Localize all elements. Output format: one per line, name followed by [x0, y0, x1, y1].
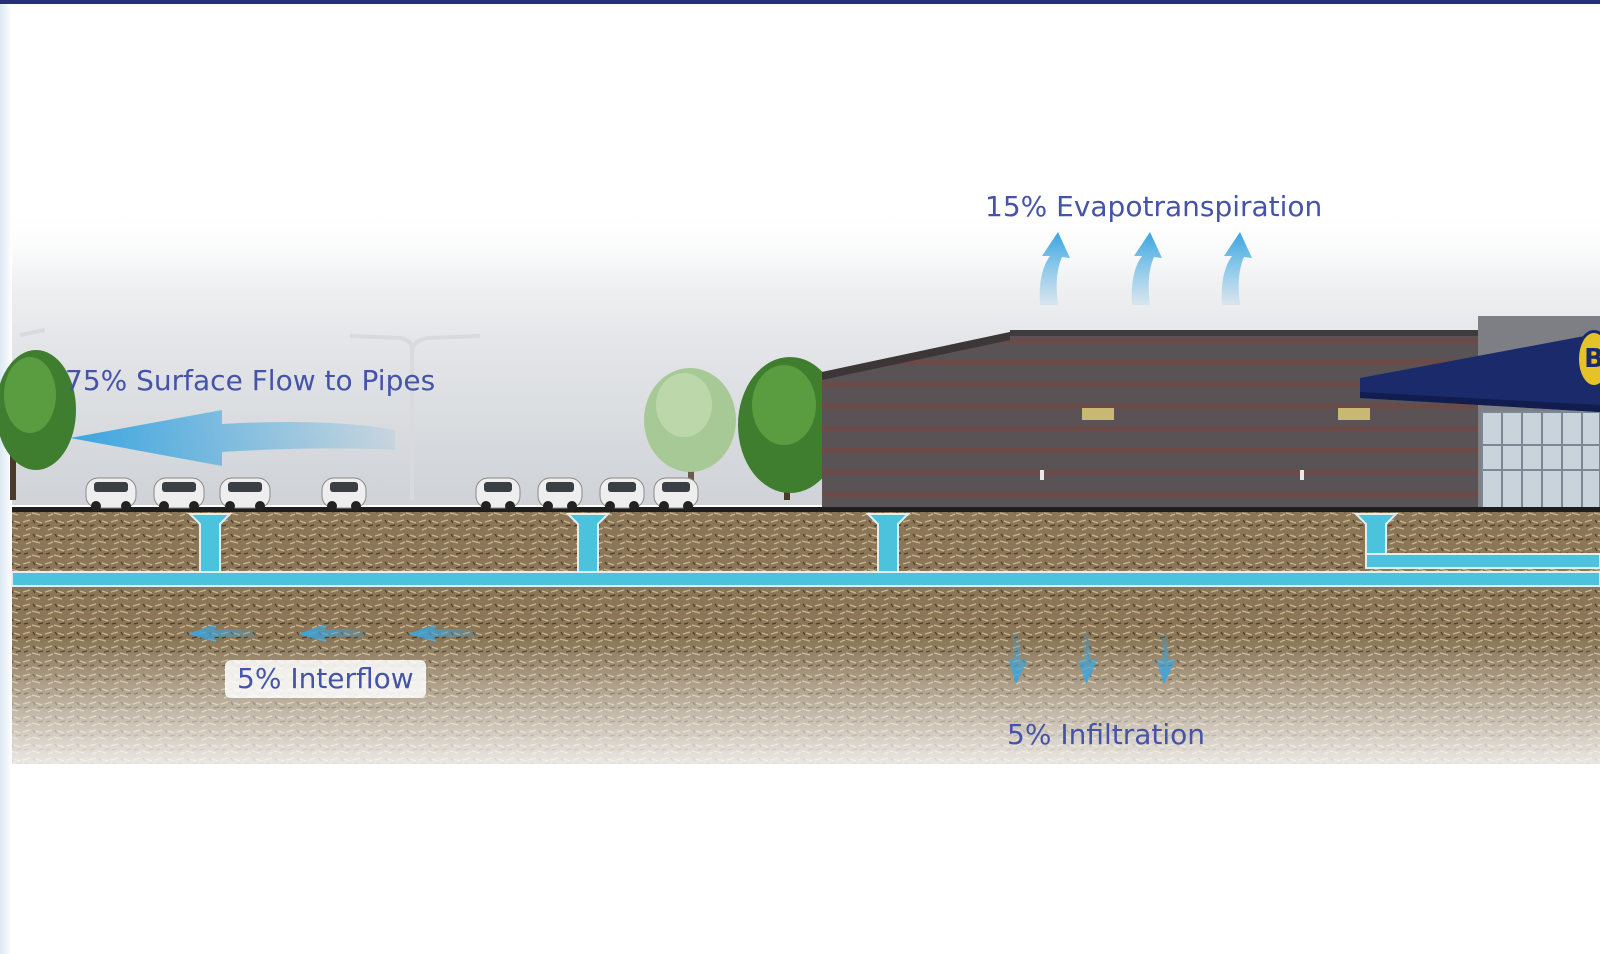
left-arrow	[298, 624, 365, 642]
evapotranspiration-arrows	[1039, 232, 1252, 305]
down-arrow	[1156, 632, 1176, 684]
store-awning	[1360, 335, 1600, 412]
interflow-label: 5% Interflow	[225, 660, 426, 698]
tree-left	[0, 350, 76, 500]
tree-light	[644, 368, 736, 500]
car	[85, 477, 137, 511]
top-bar	[0, 0, 1600, 4]
infiltration-arrows	[1008, 632, 1176, 684]
store-sign-logo: B	[1576, 330, 1600, 388]
parked-cars	[85, 477, 699, 511]
car	[219, 477, 271, 511]
car	[599, 477, 645, 511]
tree-dark	[738, 357, 842, 500]
car	[321, 477, 367, 511]
left-arrow	[408, 624, 475, 642]
car	[475, 477, 521, 511]
infiltration-label: 5% Infiltration	[1007, 718, 1206, 751]
down-arrow	[1078, 632, 1098, 684]
soil-upper	[12, 512, 1600, 574]
left-arrow	[188, 624, 255, 642]
up-arrow	[1131, 232, 1162, 305]
storm-pipe	[11, 513, 1600, 587]
building	[822, 316, 1600, 511]
evapotranspiration-label: 15% Evapotranspiration	[985, 190, 1323, 223]
interflow-arrows	[188, 624, 475, 642]
surface-flow-arrow	[70, 410, 395, 466]
street-light	[19, 328, 481, 500]
up-arrow	[1221, 232, 1252, 305]
car	[653, 477, 699, 511]
ground-surface	[12, 507, 1600, 512]
down-arrow	[1008, 632, 1028, 684]
surface-flow-label: 75% Surface Flow to Pipes	[65, 364, 436, 397]
up-arrow	[1039, 232, 1070, 305]
car	[537, 477, 583, 511]
car	[153, 477, 205, 511]
